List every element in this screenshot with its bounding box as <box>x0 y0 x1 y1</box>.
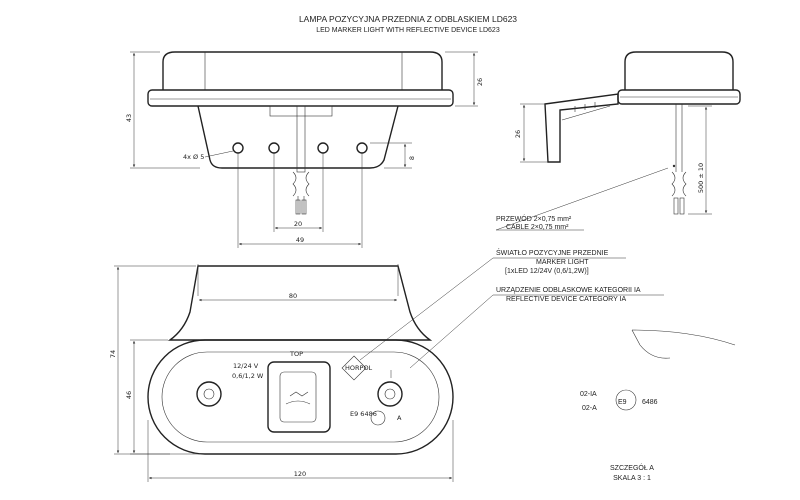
detail-label: SZCZEGÓŁ A <box>610 463 654 472</box>
note-marker-en: MARKER LIGHT <box>536 259 589 266</box>
lens-approval: E9 6486 <box>350 410 377 418</box>
front-view: 43 26 8 4x Ø 5 20 49 <box>125 51 484 248</box>
detail-scale: SKALA 3 : 1 <box>613 475 651 482</box>
screw-hole-left <box>196 381 222 407</box>
note-reflector-en: REFLECTIVE DEVICE CATEGORY IA <box>506 296 627 303</box>
note-marker-spec: [1xLED 12/24V (0,6/1,2W)] <box>505 268 589 275</box>
note-cable-en: CABLE 2×0,75 mm² <box>506 224 569 231</box>
mount-hole <box>317 142 329 154</box>
dim-pin-spacing: 20 <box>294 220 302 228</box>
title-polish: LAMPA POZYCYJNA PRZEDNIA Z ODBLASKIEM LD… <box>299 14 517 24</box>
dim-total-width: 120 <box>294 470 306 478</box>
dim-hole-spacing: 8 <box>408 156 416 160</box>
mount-hole <box>356 142 368 154</box>
detail-number: 6486 <box>642 399 658 406</box>
dim-side-height: 26 <box>514 130 522 138</box>
note-reflector-pl: URZĄDZENIE ODBLASKOWE KATEGORII IA <box>496 287 641 294</box>
dim-mount-width: 49 <box>296 236 304 244</box>
top-view: 12/24 V 0,6/1,2 W TOP HORPOL E9 6486 A 8… <box>109 264 454 482</box>
title-english: LED MARKER LIGHT WITH REFLECTIVE DEVICE … <box>316 27 500 34</box>
notes: PRZEWÓD 2×0,75 mm² CABLE 2×0,75 mm² ŚWIA… <box>359 167 669 369</box>
note-marker-pl: ŚWIATŁO POZYCYJNE PRZEDNIE <box>496 248 609 257</box>
detail-emark: E9 <box>618 399 627 406</box>
e-mark-icon <box>615 389 637 411</box>
dim-total-height: 74 <box>109 350 117 358</box>
dim-lens-height: 46 <box>125 391 133 399</box>
note-cable-pl: PRZEWÓD 2×0,75 mm² <box>496 214 572 223</box>
led-window <box>267 361 331 433</box>
dim-hole-label: 4x Ø 5 <box>183 153 204 161</box>
lens-category: A <box>397 414 402 422</box>
dim-lens-width: 80 <box>289 292 297 300</box>
detail-code-1: 02-IA <box>580 391 597 398</box>
lens-top: TOP <box>289 350 303 358</box>
lens-voltage: 12/24 V <box>233 362 259 370</box>
lens-power: 0,6/1,2 W <box>232 372 264 380</box>
dim-cable-length: 500 ± 10 <box>697 163 705 193</box>
brand-diamond-icon <box>341 355 367 381</box>
mount-hole <box>232 142 244 154</box>
detail-code-2: 02-A <box>582 405 597 412</box>
lens-brand: HORPOL <box>345 364 373 372</box>
dim-front-height: 43 <box>125 114 133 122</box>
mount-hole <box>268 142 280 154</box>
dim-top-height: 26 <box>476 78 484 86</box>
lens-surface <box>161 351 440 443</box>
side-view: 26 500 ± 10 <box>514 51 741 215</box>
screw-hole-right <box>377 381 403 407</box>
detail-a: 02-IA 02-A E9 6486 SZCZEGÓŁ A SKALA 3 : … <box>580 329 736 482</box>
